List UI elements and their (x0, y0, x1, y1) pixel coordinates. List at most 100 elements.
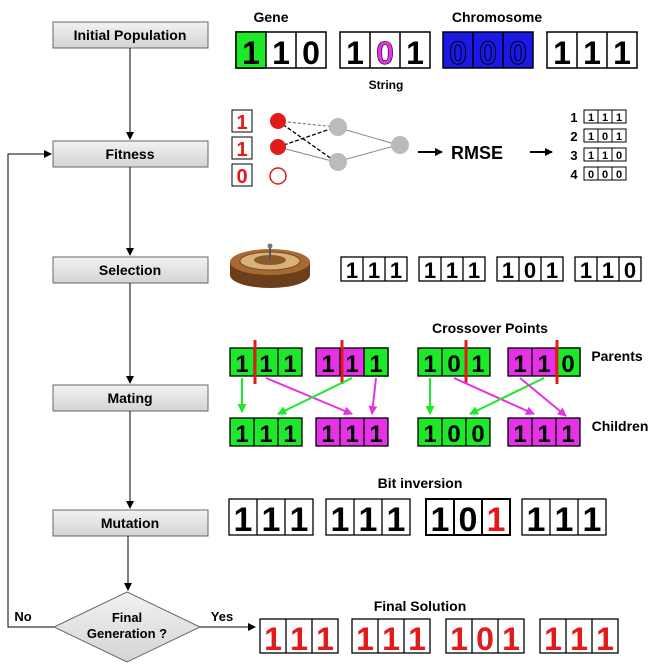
yes-label: Yes (211, 609, 233, 624)
bit: 0 (509, 35, 527, 71)
bit: 1 (468, 258, 480, 283)
final-solution-row: Final Solution 1 1 1 1 1 1 1 0 1 1 1 (259, 598, 619, 657)
bit: 1 (570, 621, 588, 657)
bit: 1 (537, 351, 550, 378)
bit: 1 (423, 351, 436, 378)
bit: 0 (479, 35, 497, 71)
no-loop-arrow (7, 150, 54, 628)
bit: 0 (302, 35, 320, 71)
bit: 1 (446, 258, 458, 283)
rank-string: 1 1 0 (583, 147, 627, 162)
bit: 1 (408, 621, 426, 657)
step-mutation: Mutation (52, 509, 209, 537)
rank-string: 1 1 1 (583, 109, 627, 124)
bit: 1 (602, 258, 614, 283)
bit: 1 (345, 421, 358, 448)
bit: 1 (356, 621, 374, 657)
final-solution-label: Final Solution (374, 598, 467, 614)
rank-number: 1 (570, 110, 577, 125)
bit: 1 (555, 501, 574, 539)
bit: 1 (262, 501, 281, 539)
rank-string: 0 0 0 (583, 166, 627, 181)
bit: 1 (613, 35, 631, 71)
bit: 1 (369, 421, 382, 448)
child-string-3: 1 0 0 (417, 417, 491, 448)
bit: 1 (264, 621, 282, 657)
bit: 0 (459, 501, 478, 539)
bit: 1 (450, 621, 468, 657)
bit: 1 (561, 421, 574, 448)
parent-string-1: 1 1 1 (229, 340, 303, 384)
crossover-points-label: Crossover Points (432, 320, 548, 336)
mating-row: Crossover Points Parents Children 1 1 1 … (229, 320, 648, 448)
mutated-string-3: 1 0 1 (425, 498, 511, 539)
population-string-2: 1 0 1 (339, 31, 431, 71)
bit: 1 (368, 258, 380, 283)
bit: 1 (616, 112, 622, 124)
bit: 1 (259, 351, 272, 378)
bit: 1 (424, 258, 436, 283)
bit: 0 (471, 421, 484, 448)
rank-number: 3 (570, 148, 577, 163)
bit: 1 (423, 421, 436, 448)
bit: 1 (346, 35, 364, 71)
bit: 1 (387, 501, 406, 539)
selected-string-2: 1 1 1 (418, 256, 486, 283)
bit: 1 (588, 131, 594, 143)
bit: 1 (290, 621, 308, 657)
mutated-string-1: 1 1 1 (228, 498, 314, 539)
chromosome-label: Chromosome (452, 9, 542, 25)
bit: 1 (537, 421, 550, 448)
bit: 1 (236, 139, 247, 161)
selection-row: 1 1 1 1 1 1 1 0 1 1 1 0 (230, 243, 642, 288)
bit: 1 (502, 621, 520, 657)
bit: 1 (290, 501, 309, 539)
final-string-2: 1 1 1 (351, 618, 431, 657)
bit: 1 (588, 112, 594, 124)
rank-number: 4 (570, 167, 578, 182)
decision-final-generation: Final Generation ? (52, 591, 202, 663)
bit: 1 (431, 501, 450, 539)
bit: 0 (447, 421, 460, 448)
selected-string-4: 1 1 0 (574, 256, 642, 283)
child-string-2: 1 1 1 (315, 417, 389, 448)
bit: 1 (272, 35, 290, 71)
bit: 1 (235, 421, 248, 448)
fitness-ranking: 1 1 1 1 2 1 0 1 3 1 1 0 (570, 109, 627, 182)
crossover-arrows (237, 377, 567, 417)
population-string-1: 1 1 0 (235, 31, 327, 71)
bit: 1 (283, 421, 296, 448)
final-string-3: 1 0 1 (445, 618, 525, 657)
bit: 0 (616, 150, 622, 162)
bit: 1 (259, 421, 272, 448)
bit: 1 (236, 112, 247, 134)
bit: 1 (321, 421, 334, 448)
bit: 1 (602, 112, 608, 124)
population-string-4: 1 1 1 (546, 31, 638, 71)
bit: 1 (602, 150, 608, 162)
bit: 1 (583, 501, 602, 539)
step-label: Initial Population (74, 27, 187, 43)
bit: 1 (583, 35, 601, 71)
mutated-string-4: 1 1 1 (521, 498, 607, 539)
parent-string-3: 1 0 1 (417, 340, 491, 384)
flowchart: Initial Population Fitness Selection Mat… (7, 21, 256, 663)
final-string-4: 1 1 1 (539, 618, 619, 657)
roulette-wheel-icon (230, 243, 310, 288)
bit: 0 (602, 169, 608, 181)
bit: 0 (476, 621, 494, 657)
step-label: Fitness (105, 146, 154, 162)
bit: 0 (524, 258, 536, 283)
decision-label-line2: Generation ? (87, 626, 167, 641)
mutated-string-2: 1 1 1 (325, 498, 411, 539)
bit: 1 (616, 131, 622, 143)
bit: 1 (331, 501, 350, 539)
bit: 0 (376, 35, 394, 71)
bit: 0 (449, 35, 467, 71)
parent-string-4: 1 1 0 (507, 340, 581, 384)
final-string-1: 1 1 1 (259, 618, 339, 657)
fitness-row: 1 1 0 RMSE 1 1 (231, 109, 627, 188)
bit-inversion-label: Bit inversion (378, 475, 463, 491)
bit: 1 (406, 35, 424, 71)
